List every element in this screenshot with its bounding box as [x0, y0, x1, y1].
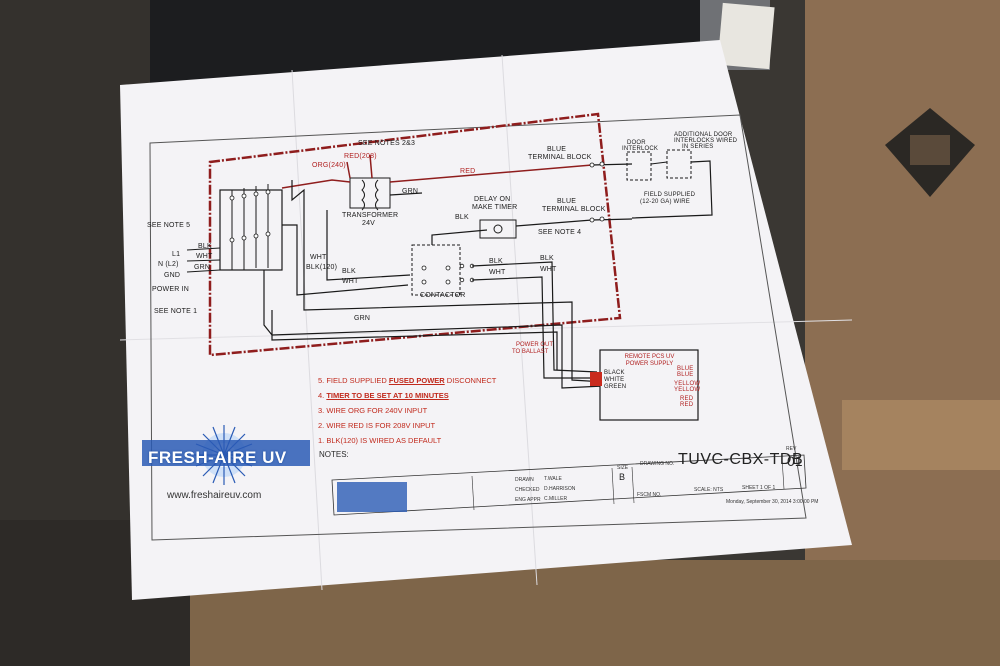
note-5: 5. FIELD SUPPLIED FUSED POWER DISCONNECT: [318, 376, 497, 385]
label-yellow-1: YELLOW: [674, 381, 701, 387]
label-blue-2: BLUE: [557, 198, 577, 205]
tb-date: Monday, September 30, 2014 3:00:00 PM: [726, 499, 819, 505]
tb-fscm: FSCM NO.: [637, 492, 662, 498]
wiring-diagram-paper: SEE NOTES 2&3 ORG(240) RED(208) TRANSFOR…: [92, 40, 852, 600]
label-power-out: POWER OUT: [516, 342, 553, 348]
note-4: 4. TIMER TO BE SET AT 10 MINUTES: [318, 391, 449, 400]
tb-checked-by: D.HARRISON: [544, 486, 576, 492]
label-red-208: RED(208): [344, 153, 377, 160]
label-terminal-block-2: TERMINAL BLOCK: [542, 206, 606, 213]
tb-size-value: B: [619, 472, 626, 482]
tb-drawn-by: T.WALE: [544, 476, 562, 482]
certification-stamp: [885, 108, 975, 197]
label-n-l2: N (L2): [158, 261, 179, 268]
label-gauge-wire: (12-20 GA) WIRE: [640, 199, 691, 205]
label-gnd: GND: [164, 272, 181, 279]
label-wht-out-2: WHT: [540, 266, 557, 273]
label-transformer: TRANSFORMER: [342, 212, 399, 219]
label-blk-out-2: BLK: [540, 255, 554, 262]
label-grn-input: GRN: [194, 264, 211, 271]
label-grn-ground: GRN: [354, 315, 371, 322]
note-2: 2. WIRE RED IS FOR 208V INPUT: [318, 421, 436, 430]
label-org-240: ORG(240): [312, 162, 346, 169]
label-blk-timer: BLK: [455, 214, 469, 221]
label-blk-out-1: BLK: [489, 258, 503, 265]
revision-number: 01: [787, 453, 803, 469]
tb-checked: CHECKED: [515, 487, 540, 493]
note-3: 3. WIRE ORG FOR 240V INPUT: [318, 406, 428, 415]
label-red-ballast-2: RED: [680, 402, 694, 408]
label-blk-120: BLK(120): [306, 264, 338, 271]
label-blue-1: BLUE: [547, 146, 567, 153]
label-blue-ballast-1: BLUE: [677, 366, 694, 372]
label-interlock: INTERLOCK: [622, 146, 659, 152]
label-blk-input: BLK: [198, 243, 212, 250]
label-wht-mid: WHT: [310, 254, 327, 261]
label-additional-door: ADDITIONAL DOOR: [674, 132, 733, 138]
label-white: WHITE: [604, 377, 625, 383]
label-blk-mid: BLK: [342, 268, 356, 275]
tb-eng-appr: ENG APPR: [515, 497, 541, 503]
label-interlocks-wired: INTERLOCKS WIRED: [674, 138, 738, 144]
tb-size: SIZE: [617, 465, 629, 471]
cardboard-box-edge: [842, 400, 1000, 470]
diagram-drawing: [119, 40, 852, 600]
label-field-supplied: FIELD SUPPLIED: [644, 192, 696, 198]
label-red-wire: RED: [460, 168, 476, 175]
label-to-ballast: TO BALLAST: [512, 349, 549, 355]
label-ballast-box: REMOTE PCS UV POWER SUPPLY: [624, 354, 675, 367]
label-black: BLACK: [604, 370, 625, 376]
tb-sheet: SHEET 1 OF 1: [742, 485, 776, 491]
cardboard-box: [805, 0, 1000, 666]
label-blue-ballast-2: BLUE: [677, 372, 694, 378]
tb-eng-by: C.MILLER: [544, 496, 568, 502]
label-power-in: POWER IN: [152, 286, 189, 293]
label-wht-lower: WHT: [342, 278, 359, 285]
notes-title: NOTES:: [319, 450, 349, 459]
label-in-series: IN SERIES: [682, 144, 714, 150]
logo-text: FRESH-AIRE UV: [148, 448, 287, 467]
label-see-note-1: SEE NOTE 1: [154, 308, 198, 315]
label-door: DOOR: [627, 140, 646, 146]
label-red-ballast-1: RED: [680, 396, 694, 402]
website-url: www.freshaireuv.com: [167, 490, 262, 501]
label-wht-input: WHT: [196, 253, 213, 260]
tb-rev-label: REV: [786, 446, 797, 452]
drawing-number: TUVC-CBX-TDB: [678, 451, 804, 468]
label-grn-transformer: GRN: [402, 188, 419, 195]
label-see-note-4: SEE NOTE 4: [538, 229, 582, 236]
label-transformer-voltage: 24V: [362, 220, 376, 227]
label-terminal-block-1: TERMINAL BLOCK: [528, 154, 592, 161]
tb-scale: SCALE: NTS: [694, 487, 724, 493]
label-see-note-5: SEE NOTE 5: [147, 222, 191, 229]
note-1: 1. BLK(120) IS WIRED AS DEFAULT: [318, 436, 442, 445]
tb-drawn: DRAWN: [515, 477, 534, 483]
label-contactor: CONTACTOR: [420, 292, 466, 299]
label-yellow-2: YELLOW: [674, 387, 701, 393]
label-see-notes-top: SEE NOTES 2&3: [358, 140, 416, 147]
label-wht-out-1: WHT: [489, 269, 506, 276]
label-delay-on: DELAY ON: [474, 196, 511, 203]
label-green: GREEN: [604, 384, 627, 390]
tb-drawing-no-label: DRAWING NO.: [640, 461, 675, 467]
label-make-timer: MAKE TIMER: [472, 204, 518, 211]
label-l1: L1: [172, 251, 181, 258]
